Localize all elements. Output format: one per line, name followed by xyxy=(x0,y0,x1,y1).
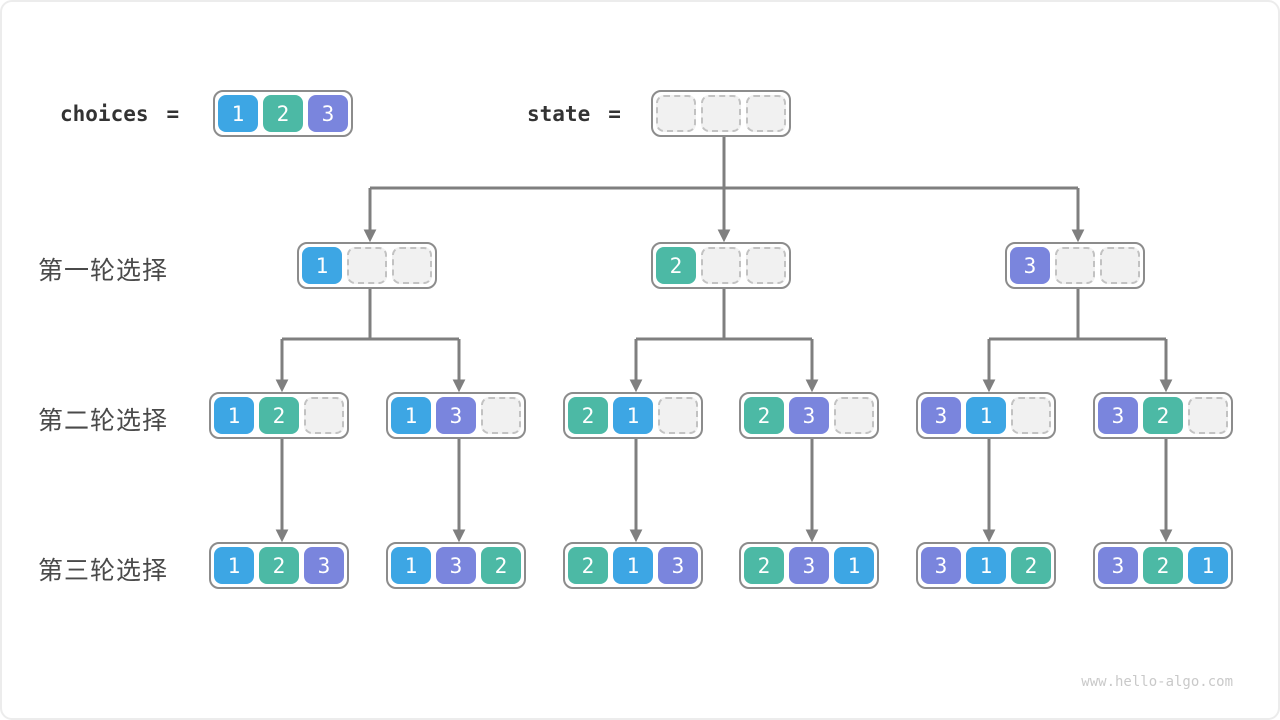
array-cell: 3 xyxy=(1010,247,1050,284)
array-cell-empty xyxy=(746,95,786,132)
array-cell-empty xyxy=(656,95,696,132)
array-cell: 2 xyxy=(568,547,608,584)
array-cell: 2 xyxy=(263,95,303,132)
array-cell: 3 xyxy=(658,547,698,584)
array-cell: 3 xyxy=(789,547,829,584)
array-cell: 3 xyxy=(1098,547,1138,584)
array-cell: 1 xyxy=(834,547,874,584)
array-cell: 2 xyxy=(1011,547,1051,584)
array-cell: 1 xyxy=(966,397,1006,434)
array-cell-empty xyxy=(347,247,387,284)
array-cell-empty xyxy=(1100,247,1140,284)
array-node xyxy=(651,90,791,137)
array-node: 3 xyxy=(1005,242,1145,289)
array-cell: 1 xyxy=(391,397,431,434)
array-cell: 3 xyxy=(1098,397,1138,434)
array-cell-empty xyxy=(746,247,786,284)
array-cell: 3 xyxy=(789,397,829,434)
array-cell: 3 xyxy=(921,397,961,434)
array-node: 1 xyxy=(297,242,437,289)
array-cell: 2 xyxy=(1143,397,1183,434)
array-cell: 2 xyxy=(656,247,696,284)
array-cell: 1 xyxy=(966,547,1006,584)
array-cell: 2 xyxy=(744,547,784,584)
array-cell-empty xyxy=(701,95,741,132)
array-cell: 3 xyxy=(436,397,476,434)
row-label-round-1: 第一轮选择 xyxy=(38,257,169,285)
array-cell: 1 xyxy=(613,397,653,434)
array-cell: 2 xyxy=(259,397,299,434)
row-label-round-3: 第三轮选择 xyxy=(38,557,169,585)
array-cell: 1 xyxy=(302,247,342,284)
array-cell: 2 xyxy=(568,397,608,434)
array-cell: 1 xyxy=(214,397,254,434)
array-cell: 1 xyxy=(391,547,431,584)
array-cell-empty xyxy=(658,397,698,434)
array-cell: 2 xyxy=(259,547,299,584)
array-cell-empty xyxy=(1055,247,1095,284)
state-expression: state = xyxy=(527,90,621,137)
array-cell: 2 xyxy=(481,547,521,584)
array-cell: 3 xyxy=(436,547,476,584)
array-cell-empty xyxy=(701,247,741,284)
choices-label: choices xyxy=(60,101,149,126)
array-cell: 1 xyxy=(1188,547,1228,584)
equals-sign: = xyxy=(166,101,180,126)
equals-sign: = xyxy=(608,101,621,126)
array-cell-empty xyxy=(304,397,344,434)
array-cell: 2 xyxy=(744,397,784,434)
array-cell-empty xyxy=(392,247,432,284)
array-cell-empty xyxy=(834,397,874,434)
array-cell: 3 xyxy=(921,547,961,584)
state-label: state xyxy=(527,101,591,126)
array-cell-empty xyxy=(481,397,521,434)
row-label-round-2: 第二轮选择 xyxy=(38,407,169,435)
array-node: 2 xyxy=(651,242,791,289)
array-cell: 1 xyxy=(214,547,254,584)
array-cell-empty xyxy=(1011,397,1051,434)
array-cell: 1 xyxy=(613,547,653,584)
array-cell: 2 xyxy=(1143,547,1183,584)
choices-expression: choices = xyxy=(60,90,179,137)
array-cell: 3 xyxy=(308,95,348,132)
array-cell: 1 xyxy=(218,95,258,132)
array-cell: 3 xyxy=(304,547,344,584)
watermark: www.hello-algo.com xyxy=(1081,674,1233,690)
array-cell-empty xyxy=(1188,397,1228,434)
